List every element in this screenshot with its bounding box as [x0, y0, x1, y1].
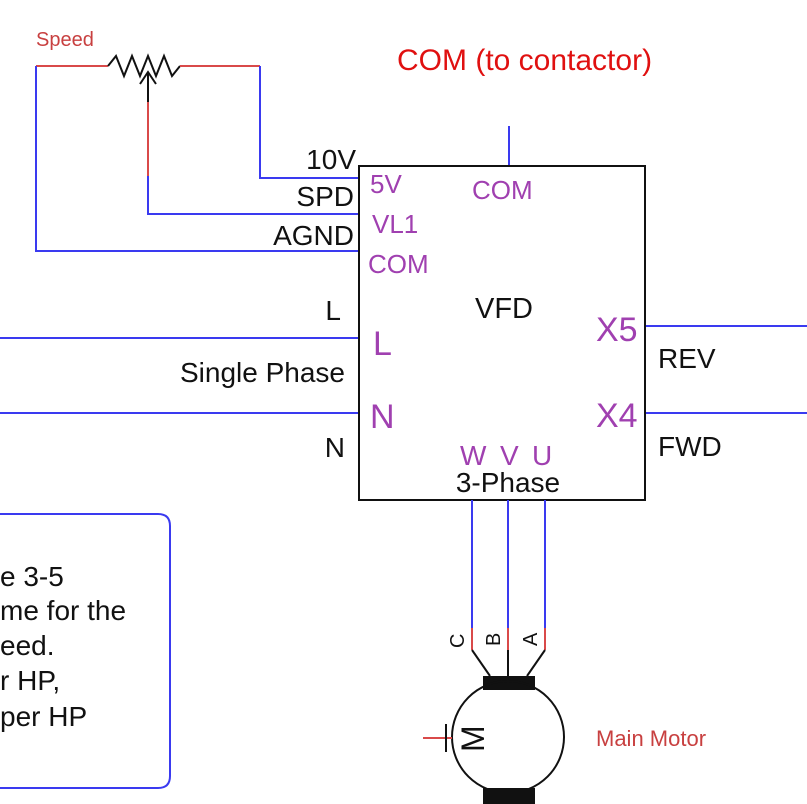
motor-brush-top: [483, 676, 535, 690]
phase-c-label: C: [447, 634, 469, 648]
potentiometer-wiper-arrow: [139, 70, 157, 85]
label-fwd: FWD: [658, 431, 722, 462]
terminal-w: W: [460, 440, 487, 471]
label-spd: SPD: [296, 181, 354, 212]
wire-10v: [259, 66, 358, 179]
three-phase-label: 3-Phase: [456, 467, 560, 498]
terminal-com-top: COM: [472, 175, 533, 205]
label-agnd: AGND: [273, 220, 354, 251]
note-box-outline: [0, 513, 171, 789]
control-wiring: [35, 66, 358, 252]
terminal-l: L: [373, 325, 392, 363]
note-line: me for the: [0, 595, 126, 626]
label-rev: REV: [658, 343, 716, 374]
label-10v: 10V: [306, 144, 356, 175]
terminal-x5: X5: [596, 311, 638, 349]
main-motor: M Main Motor: [423, 676, 706, 804]
main-motor-label: Main Motor: [596, 726, 706, 751]
note-line: per HP: [0, 701, 87, 732]
label-n-external: N: [325, 432, 345, 463]
terminal-vl1: VL1: [372, 209, 418, 239]
note-line: e 3-5: [0, 561, 64, 592]
phase-b-label: B: [483, 633, 505, 646]
vfd-outline: [358, 165, 646, 501]
terminal-com-left: COM: [368, 249, 429, 279]
label-l-external: L: [325, 295, 341, 326]
speed-label: Speed: [36, 29, 94, 51]
vfd-box: VFD 5V VL1 COM COM L N X5 X4 W V U 3-Pha…: [358, 165, 646, 501]
potentiometer-resistor-symbol: [107, 53, 181, 79]
motor-leads: C B A: [447, 500, 546, 677]
label-single-phase: Single Phase: [180, 357, 345, 388]
vfd-title: VFD: [475, 293, 533, 325]
motor-brush-bottom: [483, 788, 535, 804]
com-contactor-label: COM (to contactor): [397, 44, 652, 77]
wire-spd: [147, 176, 358, 215]
phase-a-label: A: [520, 632, 542, 646]
terminal-x4: X4: [596, 397, 638, 435]
speed-potentiometer: Speed: [36, 29, 260, 176]
note-line: r HP,: [0, 665, 60, 696]
terminal-5v: 5V: [370, 169, 402, 199]
note-line: eed.: [0, 630, 55, 661]
terminal-n: N: [370, 398, 395, 436]
motor-connector-left: [471, 649, 491, 677]
wire-agnd: [35, 66, 358, 252]
note-box: e 3-5 me for the eed. r HP, per HP: [0, 513, 171, 789]
terminal-u: U: [532, 440, 552, 471]
motor-connector-right: [526, 649, 546, 677]
motor-symbol: M: [455, 725, 491, 752]
terminal-v: V: [500, 440, 519, 471]
